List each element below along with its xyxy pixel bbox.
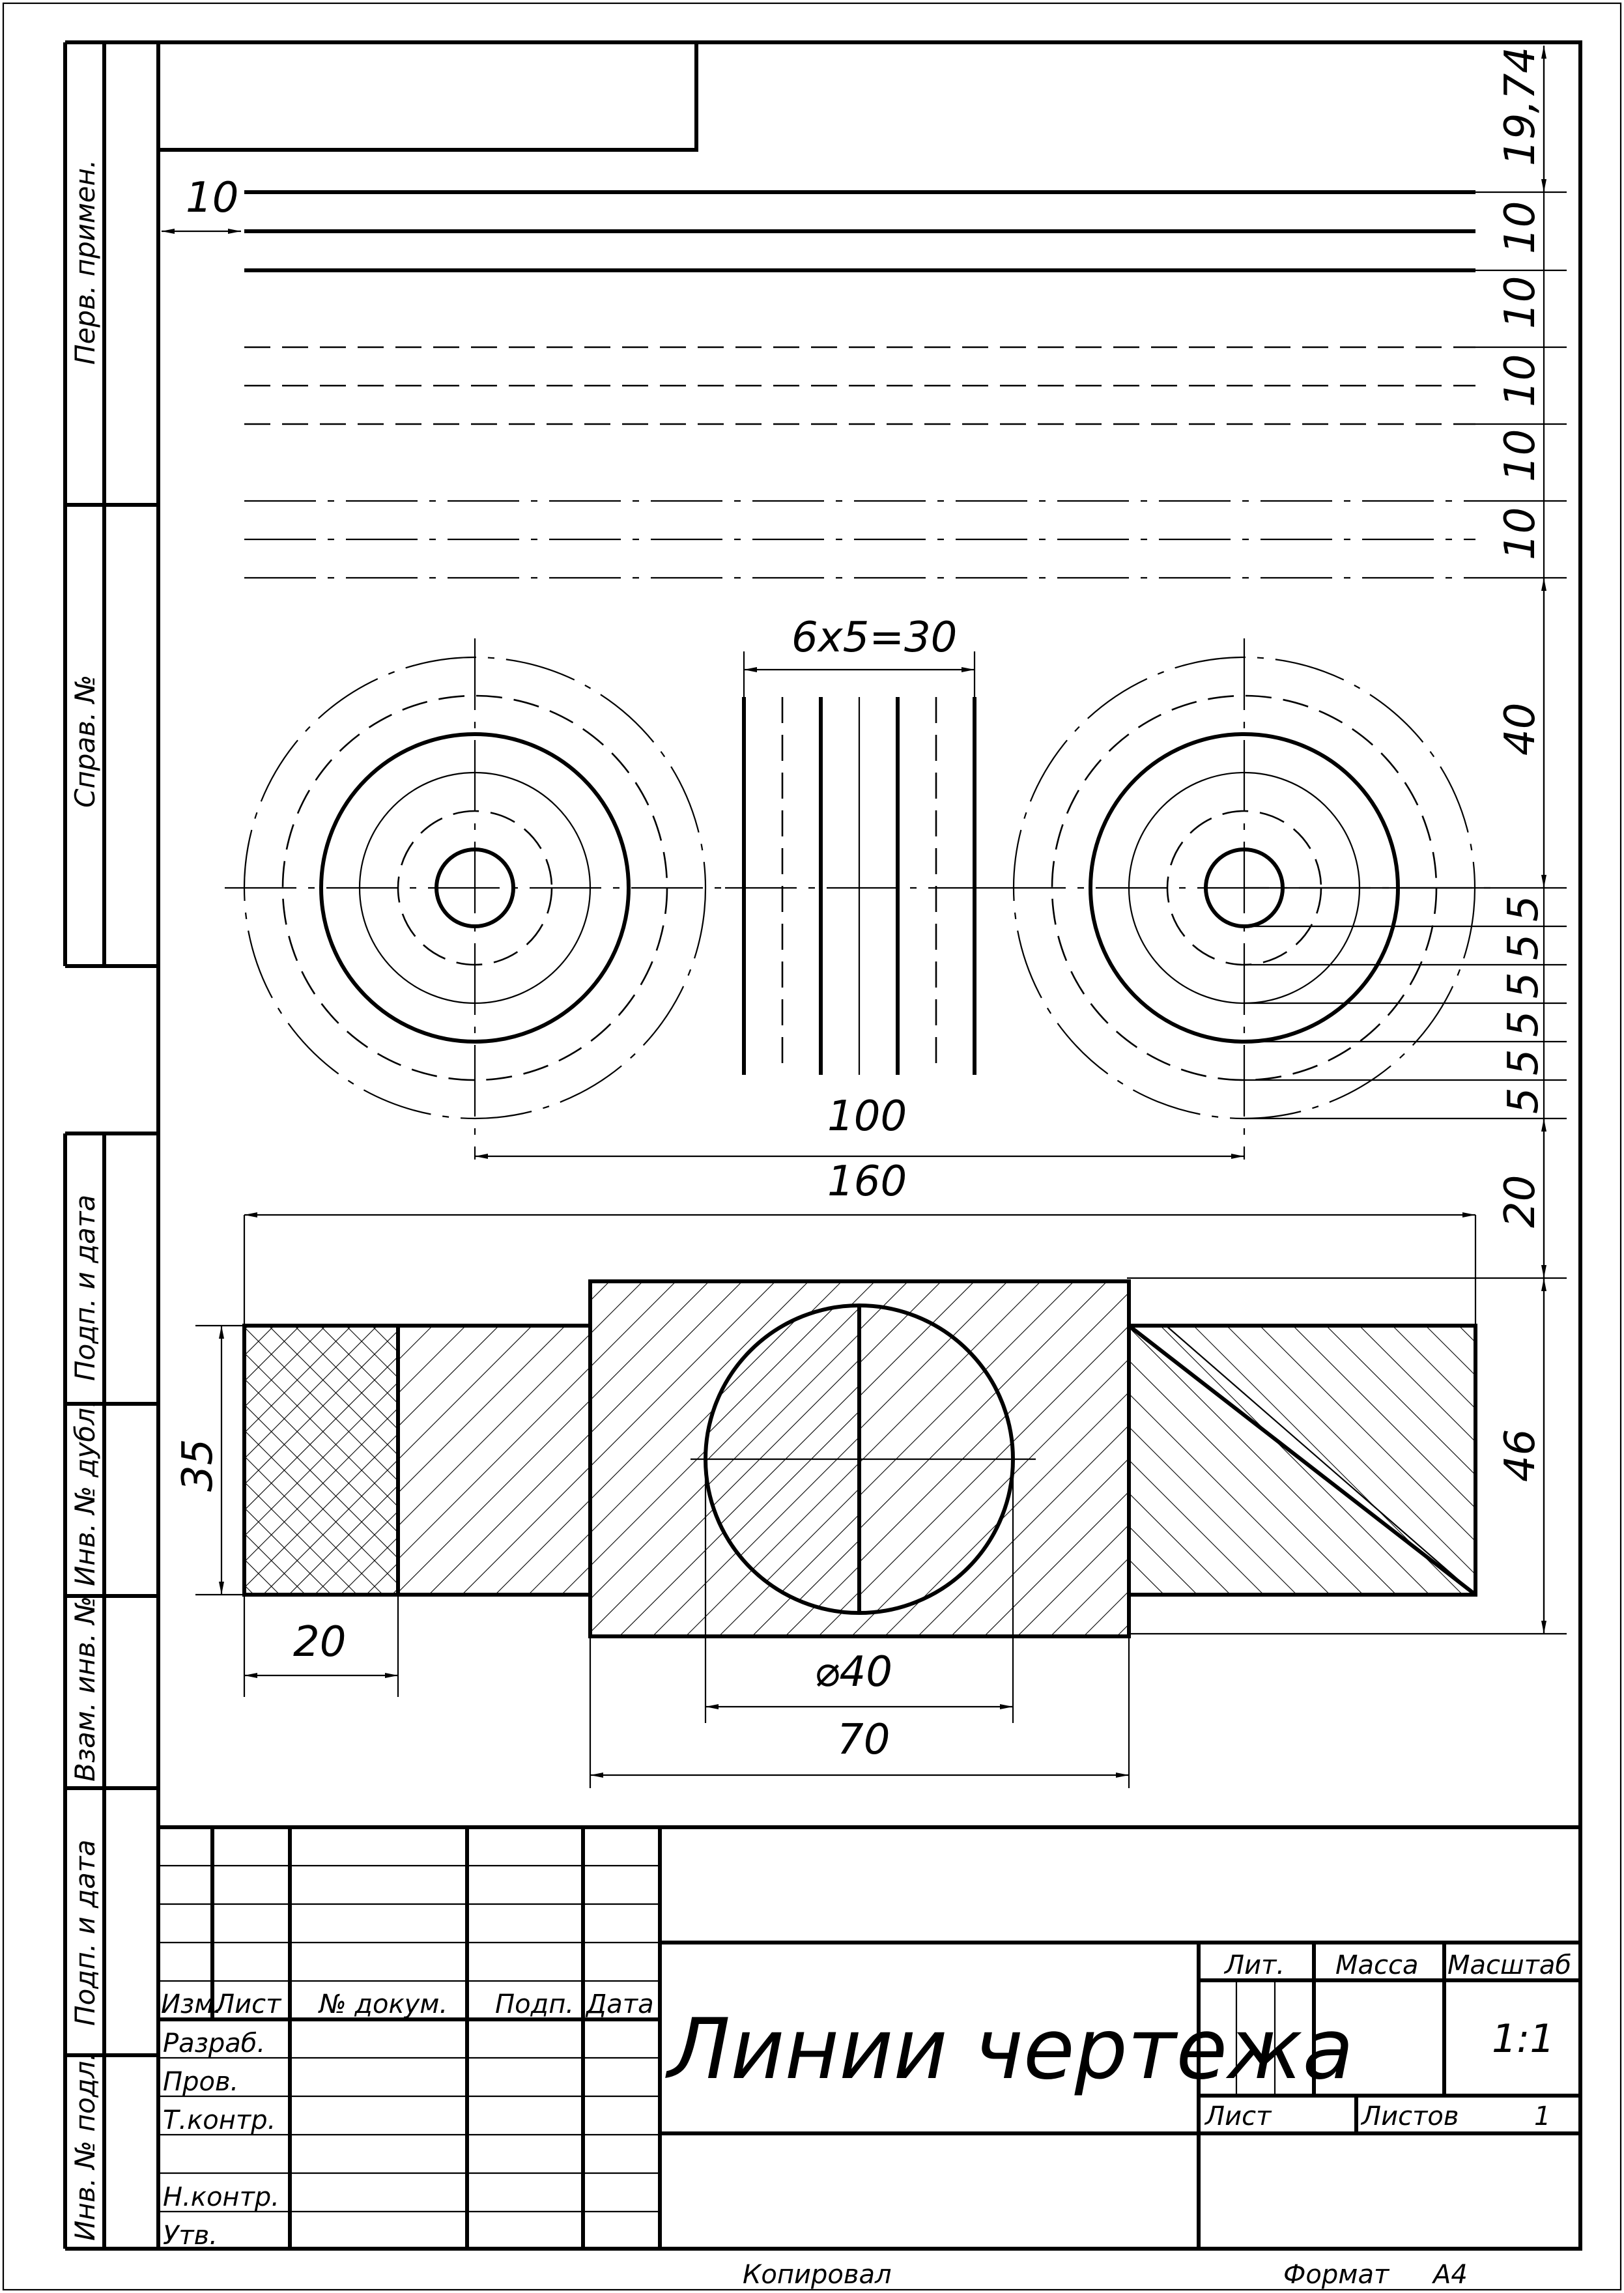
dim-top-offset: 19,74 [1496, 47, 1545, 166]
vertical-line-set [742, 651, 976, 1075]
dim-line-gap: 10 [186, 174, 238, 222]
top-left-stamp-box [156, 40, 698, 152]
dim-gap-4: 10 [1496, 429, 1545, 482]
dim-height-35: 35 [174, 1439, 222, 1492]
tb-title: Линии чертежа [665, 2001, 1354, 2098]
left-strip [63, 40, 158, 2251]
tb-row-tkontr: Т.контр. [163, 2105, 276, 2135]
footer-format-value: А4 [1431, 2260, 1468, 2290]
hatch-block-left [398, 1326, 590, 1595]
tb-listov-value: 1 [1534, 2101, 1550, 2131]
tb-row-utv: Утв. [163, 2221, 218, 2251]
tb-scale-value: 1:1 [1492, 2016, 1555, 2062]
tb-row-razrab: Разраб. [163, 2029, 265, 2058]
side-label-inv-podl: Инв. № подл. [69, 2052, 101, 2241]
dim-gap-3: 10 [1496, 354, 1545, 407]
tb-masshtab: Масштаб [1447, 1950, 1571, 1980]
dim-ring-40: 40 [1496, 703, 1545, 756]
dim-ring-5-3: 5 [1500, 972, 1548, 999]
dim-pitch: 6x5=30 [791, 614, 957, 662]
side-label-perv-primen: Перв. примен. [69, 160, 101, 365]
dim-ring-5-5: 5 [1500, 1049, 1548, 1075]
tb-col-list: Лист [214, 1989, 282, 2019]
dim-total-160: 160 [827, 1158, 907, 1206]
side-label-inv-dubl: Инв. № дубл. [69, 1399, 101, 1586]
tb-col-docum: № докум. [318, 1989, 448, 2019]
dim-gap-1: 10 [1496, 201, 1545, 254]
tb-col-izm: Изм. [161, 1989, 222, 2019]
dim-ring-5-1: 5 [1500, 895, 1548, 922]
dim-width-70: 70 [837, 1716, 890, 1764]
dim-ring-5-4: 5 [1500, 1010, 1548, 1037]
tb-row-nkontr: Н.контр. [163, 2182, 279, 2212]
footer-kopiroval: Копировал [743, 2260, 892, 2290]
concentric-circles-left [225, 638, 725, 1160]
tb-lit: Лит. [1223, 1950, 1285, 1980]
dim-height-46: 46 [1496, 1429, 1545, 1482]
concentric-circles-right [994, 638, 1494, 1160]
footer-format: Формат [1283, 2260, 1390, 2290]
side-label-sprav-no: Справ. № [69, 675, 101, 808]
side-label-podp-data-1: Подп. и дата [69, 1195, 101, 1381]
dim-ring-5-2: 5 [1500, 933, 1548, 960]
tb-list: Лист [1204, 2101, 1272, 2131]
sectioned-part [242, 1279, 1477, 1638]
dim-width-20: 20 [293, 1618, 346, 1666]
ring-5-chain [1244, 925, 1567, 1081]
dim-gap-20: 20 [1496, 1175, 1545, 1228]
tb-col-data: Дата [585, 1989, 654, 2019]
dim-gap-2: 10 [1496, 276, 1545, 329]
dim-centers-100: 100 [827, 1092, 907, 1141]
dim-ring-5-6: 5 [1500, 1087, 1548, 1114]
dim-gap-5: 10 [1496, 507, 1545, 560]
dim-diameter-40: ⌀40 [814, 1648, 892, 1696]
tb-row-prov: Пров. [163, 2067, 238, 2097]
side-label-vzam-inv: Взам. инв. № [69, 1596, 101, 1782]
line-samples [244, 190, 1475, 579]
tb-col-podp: Подп. [495, 1989, 574, 2019]
side-label-podp-data-2: Подп. и дата [69, 1840, 101, 2026]
tb-massa: Масса [1335, 1950, 1419, 1980]
main-frame [156, 40, 1582, 2251]
tb-listov: Листов [1360, 2101, 1459, 2131]
title-block [158, 1825, 1580, 2249]
